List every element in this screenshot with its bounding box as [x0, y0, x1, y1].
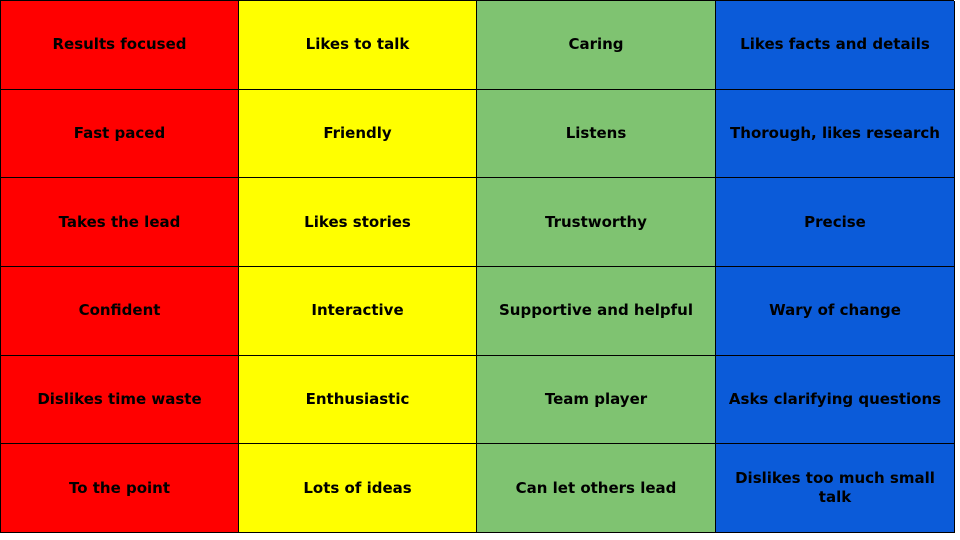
- red-cell-3: Takes the lead: [1, 178, 239, 267]
- blue-cell-1: Likes facts and details: [716, 1, 955, 90]
- green-cell-3: Trustworthy: [477, 178, 716, 267]
- green-cell-6: Can let others lead: [477, 444, 716, 533]
- yellow-cell-3: Likes stories: [239, 178, 477, 267]
- yellow-cell-6: Lots of ideas: [239, 444, 477, 533]
- yellow-cell-1: Likes to talk: [239, 1, 477, 90]
- blue-cell-6: Dislikes too much small talk: [716, 444, 955, 533]
- blue-cell-3: Precise: [716, 178, 955, 267]
- blue-cell-2: Thorough, likes research: [716, 89, 955, 179]
- green-cell-1: Caring: [477, 1, 716, 90]
- green-cell-5: Team player: [477, 355, 716, 445]
- green-cell-4: Supportive and helpful: [477, 266, 716, 356]
- red-cell-1: Results focused: [1, 1, 239, 90]
- red-cell-4: Confident: [1, 266, 239, 356]
- yellow-cell-4: Interactive: [239, 266, 477, 356]
- blue-cell-5: Asks clarifying questions: [716, 355, 955, 445]
- red-cell-6: To the point: [1, 444, 239, 533]
- blue-cell-4: Wary of change: [716, 266, 955, 356]
- yellow-cell-2: Friendly: [239, 89, 477, 179]
- red-cell-5: Dislikes time waste: [1, 355, 239, 445]
- red-cell-2: Fast paced: [1, 89, 239, 179]
- yellow-cell-5: Enthusiastic: [239, 355, 477, 445]
- green-cell-2: Listens: [477, 89, 716, 179]
